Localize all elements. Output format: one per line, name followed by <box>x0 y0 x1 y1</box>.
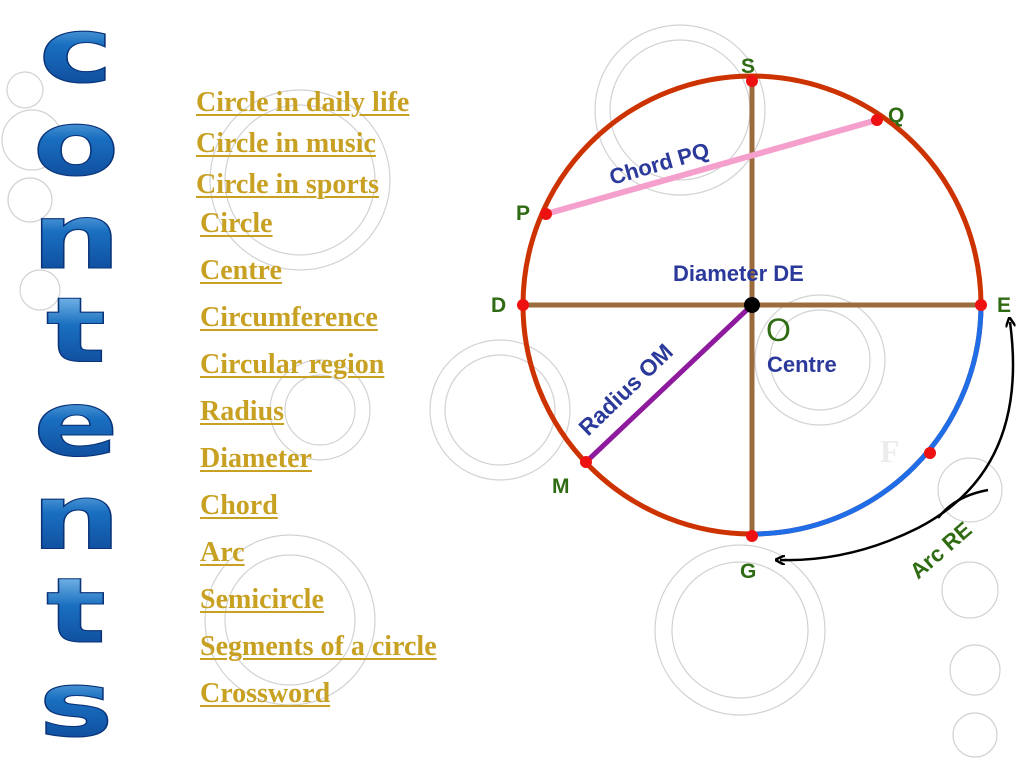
link-circumference[interactable]: Circumference <box>200 302 378 333</box>
label-d: D <box>491 294 506 317</box>
label-p: P <box>516 202 530 225</box>
point-p <box>540 208 552 220</box>
label-s: S <box>741 55 755 78</box>
title-letter: s <box>39 652 114 757</box>
title-letter: t <box>46 278 106 383</box>
point-q <box>871 114 883 126</box>
point-e <box>975 299 987 311</box>
link-segments-of-a-circle[interactable]: Segments of a circle <box>200 631 437 662</box>
label-diameter-de: Diameter DE <box>673 261 804 286</box>
point-f <box>924 447 936 459</box>
link-arc[interactable]: Arc <box>200 537 245 568</box>
point-o <box>744 297 760 313</box>
point-d <box>517 299 529 311</box>
title-letter: n <box>31 184 121 289</box>
point-g <box>746 530 758 542</box>
title-letter: e <box>33 371 118 476</box>
label-o: O <box>766 312 791 348</box>
link-chord[interactable]: Chord <box>200 490 278 521</box>
label-f: F <box>880 433 900 469</box>
link-circle-in-sports[interactable]: Circle in sports <box>196 169 380 200</box>
point-m <box>580 456 592 468</box>
link-diameter[interactable]: Diameter <box>200 443 312 474</box>
point-s <box>746 75 758 87</box>
label-q: Q <box>888 104 904 127</box>
link-centre[interactable]: Centre <box>200 255 282 286</box>
label-m: M <box>552 475 570 498</box>
title-letter: t <box>46 558 106 663</box>
title-letter: c <box>39 0 114 103</box>
title-letter: o <box>33 91 120 196</box>
arc-arrow <box>780 322 1013 560</box>
label-centre: Centre <box>767 352 837 377</box>
label-arc-re: Arc RE <box>905 517 977 584</box>
title-letter: n <box>31 465 121 570</box>
link-radius[interactable]: Radius <box>200 396 285 427</box>
arc-label-bracket <box>937 488 989 519</box>
link-crossword[interactable]: Crossword <box>200 678 331 709</box>
link-circle[interactable]: Circle <box>200 208 273 239</box>
radius-om <box>584 303 754 464</box>
link-circle-in-music[interactable]: Circle in music <box>196 128 376 159</box>
link-circular-region[interactable]: Circular region <box>200 349 385 380</box>
label-g: G <box>740 560 756 583</box>
chord-pq <box>545 117 878 217</box>
link-circle-in-daily-life[interactable]: Circle in daily life <box>196 87 410 118</box>
link-semicircle[interactable]: Semicircle <box>200 584 324 615</box>
label-e: E <box>997 294 1011 317</box>
